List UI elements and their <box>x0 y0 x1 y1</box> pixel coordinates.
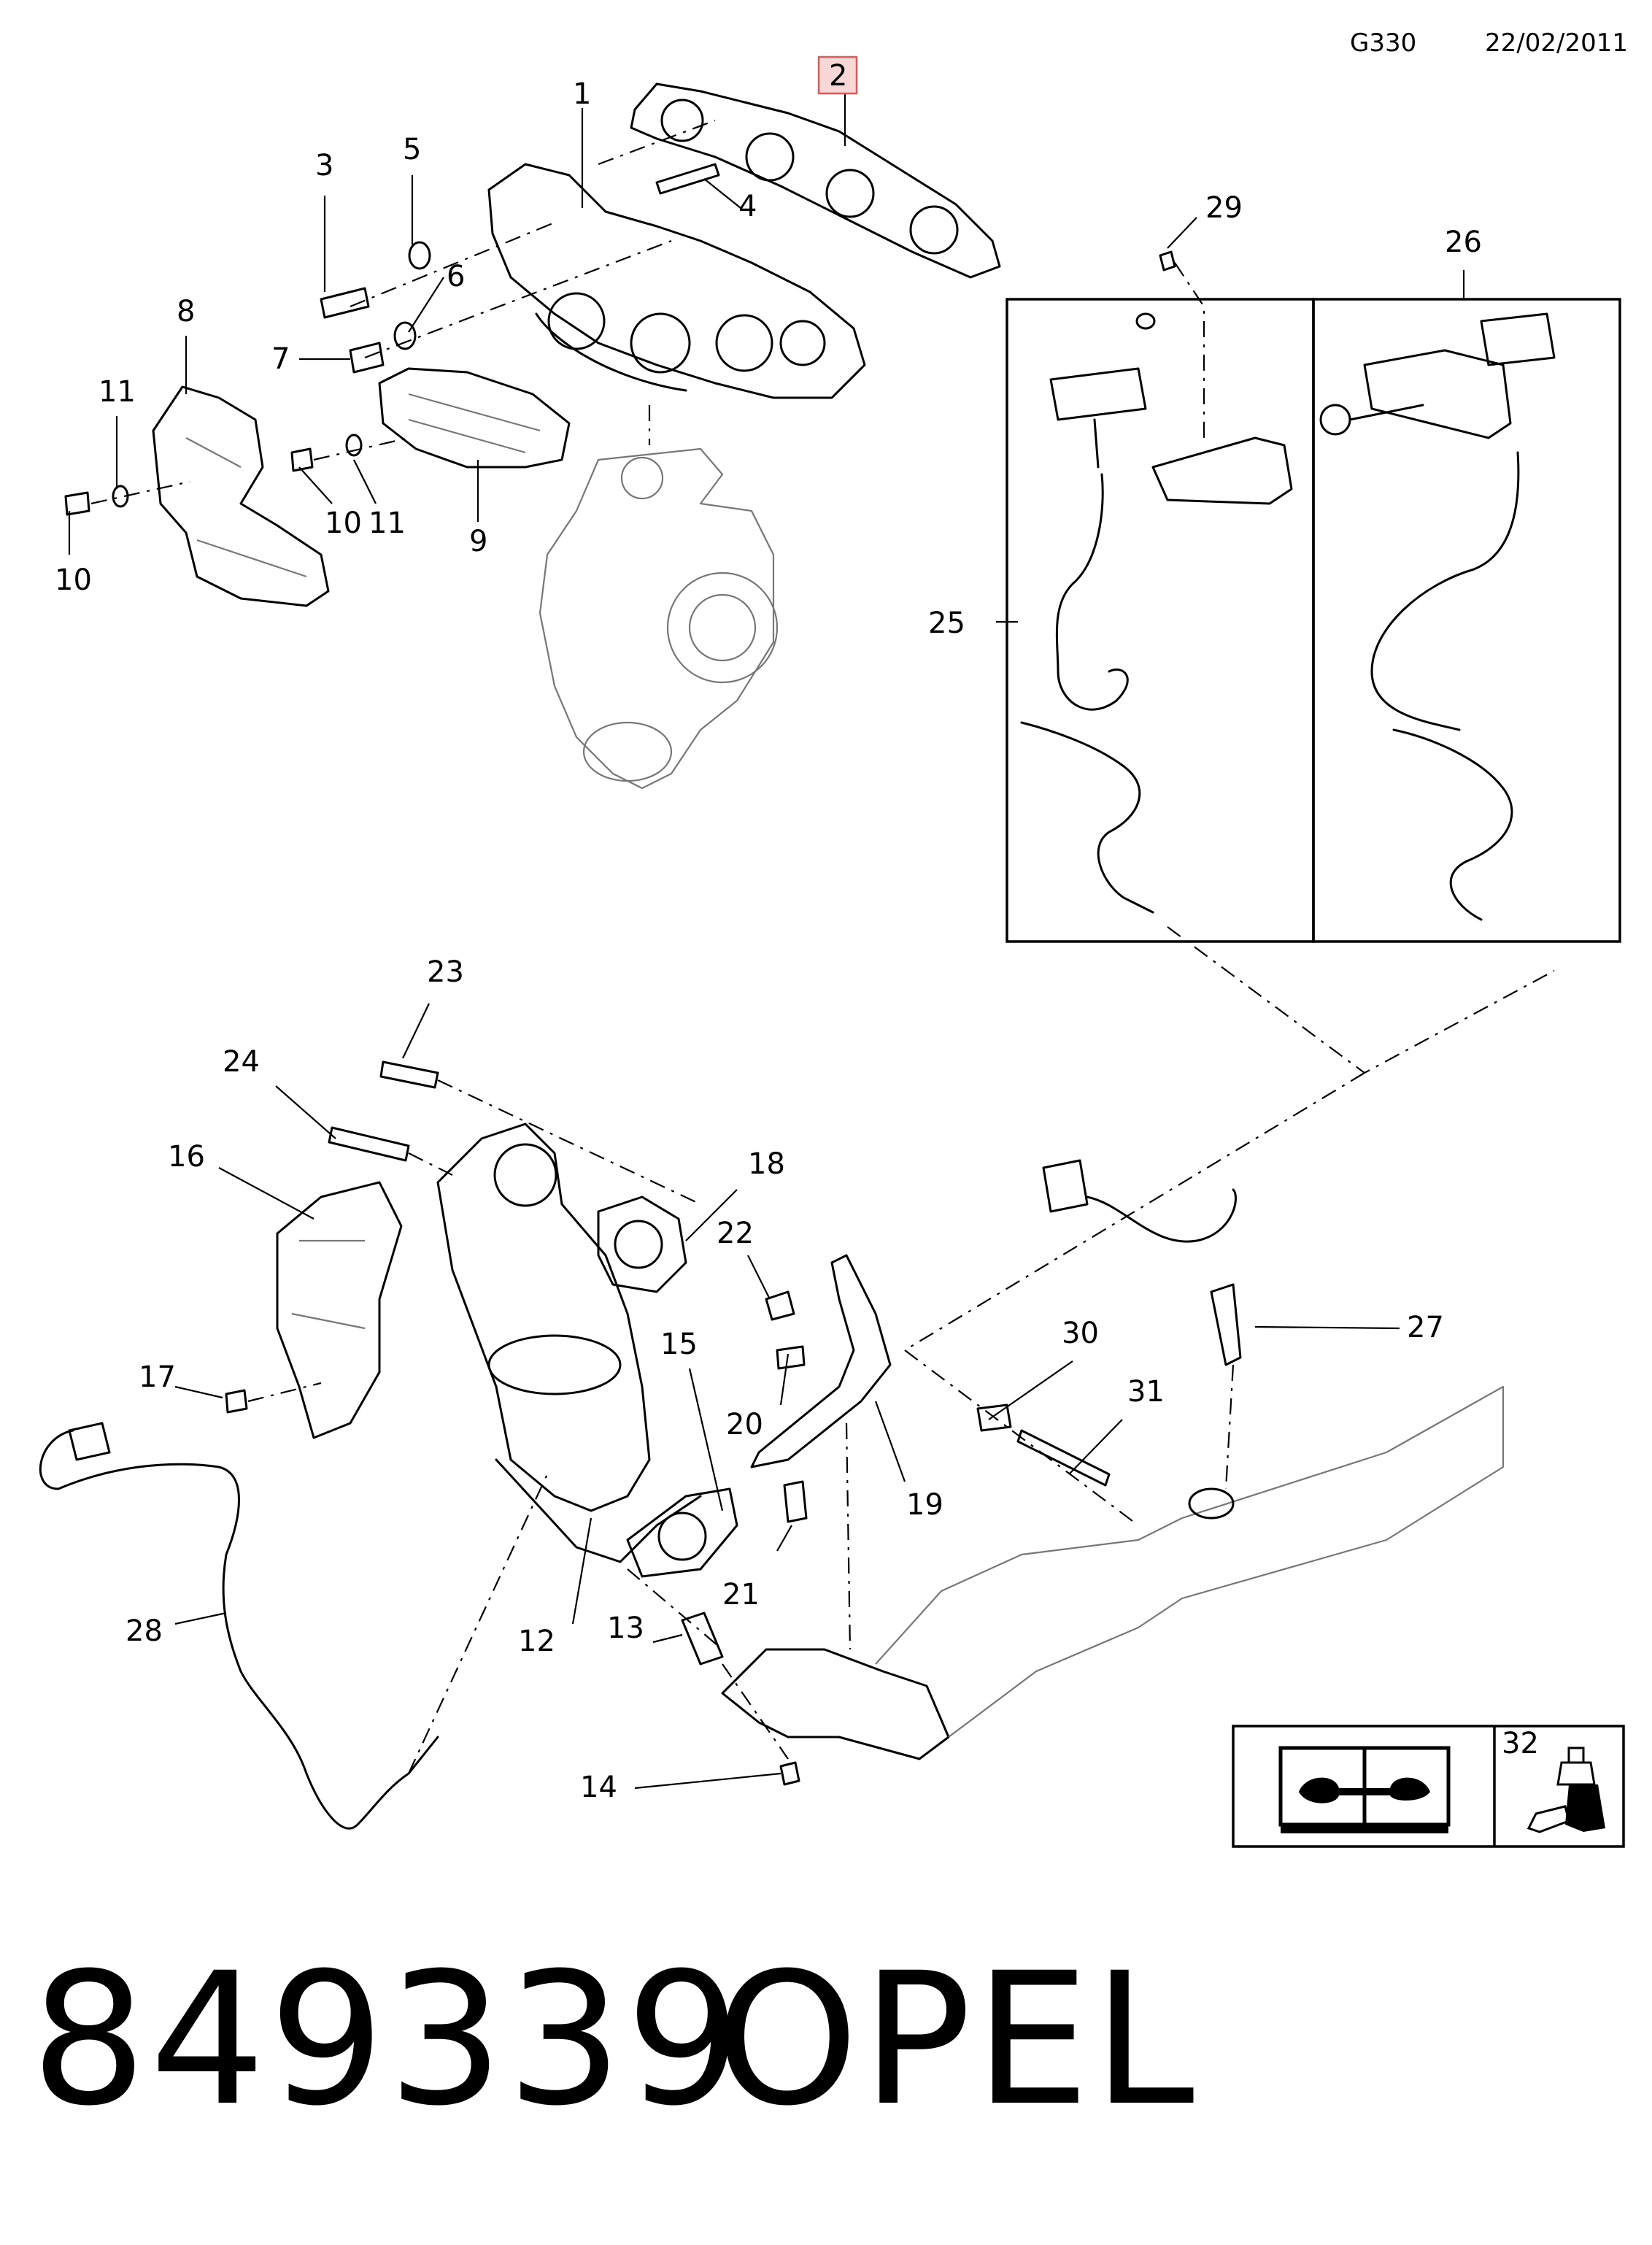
exhaust-manifold <box>487 163 866 399</box>
callout-21: 21 <box>722 1578 760 1611</box>
callout-12: 12 <box>518 1625 555 1658</box>
manifold-gasket <box>630 82 1001 279</box>
legend-box <box>1232 1725 1625 1848</box>
side-heat-shield <box>152 385 330 607</box>
callout-17: 17 <box>139 1360 176 1394</box>
pressure-sensor-variant-26 <box>1319 312 1556 921</box>
callout-25: 25 <box>928 607 965 640</box>
pressure-sensor-variant-25 <box>1020 250 1293 914</box>
sensor-bracket-26 <box>1363 349 1512 439</box>
callout-14: 14 <box>580 1771 617 1804</box>
converter-gasket <box>597 1195 687 1293</box>
callout-32: 32 <box>1502 1727 1539 1760</box>
sealant-tube-icon <box>1526 1747 1605 1833</box>
upper-heat-shield <box>378 367 571 469</box>
turbocharger <box>539 447 775 790</box>
callout-10-b: 10 <box>325 507 362 540</box>
callout-9: 9 <box>469 525 487 558</box>
callout-1: 1 <box>573 77 591 111</box>
callout-22: 22 <box>717 1217 754 1250</box>
callout-31: 31 <box>1127 1375 1165 1409</box>
callout-2-highlight <box>817 55 858 95</box>
oxygen-sensor-27 <box>1042 1159 1089 1213</box>
sensor-bracket-25 <box>1151 436 1293 505</box>
callout-11-b: 11 <box>368 507 406 540</box>
callout-20: 20 <box>726 1408 763 1441</box>
front-exhaust-pipe <box>721 1648 950 1760</box>
callout-5: 5 <box>403 133 421 166</box>
brand-name: OPEL <box>715 1933 1197 2146</box>
sensor-variant-box-26 <box>1312 298 1621 943</box>
repair-manual-icon <box>1278 1746 1451 1833</box>
support-bracket <box>750 1254 892 1468</box>
callout-8: 8 <box>177 295 195 328</box>
leader-lines <box>68 79 1465 1790</box>
catalytic-converter-group <box>39 1060 1505 1830</box>
callout-26: 26 <box>1445 226 1482 259</box>
callout-11: 11 <box>99 375 136 409</box>
converter-heat-shield <box>276 1181 403 1439</box>
callout-3: 3 <box>315 149 333 182</box>
callout-7: 7 <box>271 342 290 376</box>
callout-15: 15 <box>660 1328 698 1361</box>
callout-30: 30 <box>1062 1317 1099 1350</box>
callout-29: 29 <box>1205 191 1243 225</box>
callout-10: 10 <box>55 563 92 597</box>
outlet-gasket <box>626 1487 738 1578</box>
callout-23: 23 <box>427 955 464 989</box>
part-number: 849339 <box>31 1933 745 2146</box>
callout-13: 13 <box>607 1611 644 1645</box>
callout-6: 6 <box>447 260 465 293</box>
callout-4: 4 <box>738 190 757 223</box>
callout-labels: 1 2 3 4 5 6 7 8 9 10 10 11 11 12 13 14 1… <box>55 55 1539 1804</box>
oxygen-sensor-28 <box>68 1422 111 1461</box>
diagram-date: 22/02/2011 <box>1485 28 1628 58</box>
rear-exhaust-section <box>875 1385 1505 1738</box>
callout-24: 24 <box>223 1045 260 1079</box>
callout-16: 16 <box>168 1140 205 1174</box>
callout-27: 27 <box>1407 1311 1444 1344</box>
catalytic-converter <box>436 1122 651 1512</box>
exhaust-manifold-group <box>64 82 1001 790</box>
callout-2: 2 <box>829 59 847 93</box>
diagram-code: G330 <box>1350 28 1416 58</box>
callout-19: 19 <box>906 1488 943 1522</box>
callout-28: 28 <box>126 1614 163 1648</box>
callout-18: 18 <box>748 1147 785 1181</box>
